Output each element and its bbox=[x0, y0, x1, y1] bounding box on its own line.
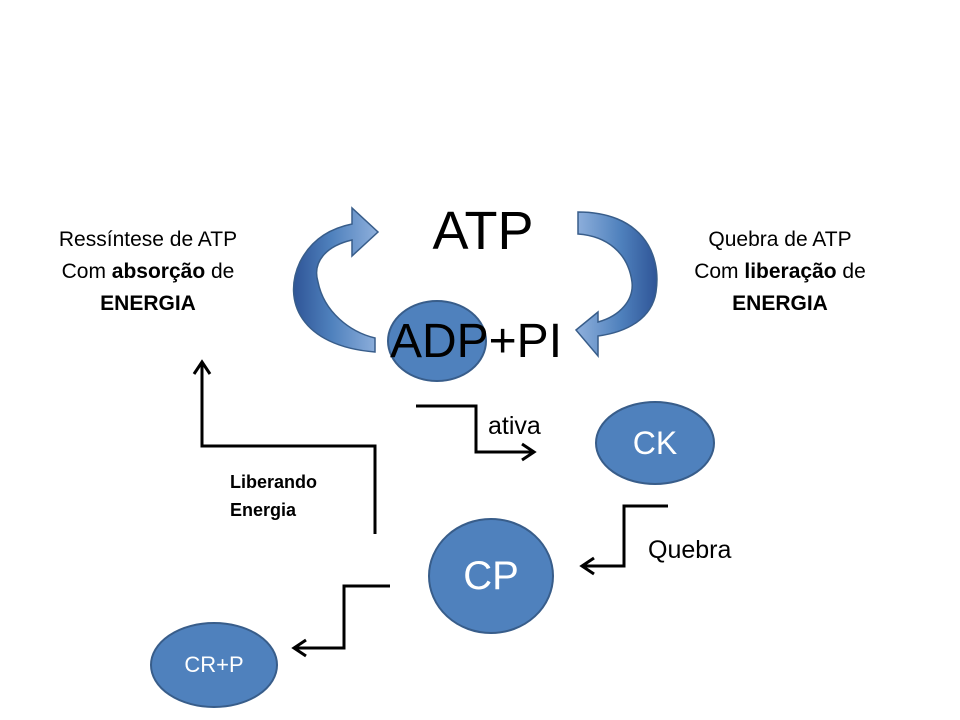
resynthesis-prefix: Com bbox=[61, 260, 112, 283]
ativa-label: ativa bbox=[488, 412, 541, 440]
breakdown-note: Quebra de ATP Com liberação de ENERGIA bbox=[660, 224, 900, 320]
arrow-liberando-energia bbox=[192, 359, 377, 534]
cr-p-node bbox=[150, 622, 278, 708]
breakdown-note-line3: ENERGIA bbox=[660, 288, 900, 320]
adp-pi-node bbox=[387, 300, 487, 382]
breakdown-energy: ENERGIA bbox=[732, 292, 828, 315]
ck-node bbox=[595, 401, 715, 485]
liberando-energia-label: Liberando Energia bbox=[230, 468, 317, 524]
liberando-line2: Energia bbox=[230, 500, 297, 520]
curved-arrow-breakdown bbox=[574, 211, 658, 359]
liberando-line1: Liberando bbox=[230, 472, 318, 492]
quebra-label: Quebra bbox=[648, 536, 732, 564]
ck-label: CK bbox=[632, 425, 678, 461]
cp-label: CP bbox=[463, 554, 519, 598]
atp-label: ATP bbox=[432, 201, 534, 261]
adp-pi-label: ADP+PI bbox=[389, 315, 563, 368]
resynthesis-note-line3: ENERGIA bbox=[28, 288, 268, 320]
cp-node bbox=[428, 518, 554, 634]
breakdown-note-line1: Quebra de ATP bbox=[708, 228, 852, 251]
breakdown-suffix: de bbox=[836, 260, 866, 283]
breakdown-prefix: Com bbox=[694, 260, 745, 283]
resynthesis-energy: ENERGIA bbox=[100, 292, 196, 315]
resynthesis-bold: absorção bbox=[111, 260, 206, 283]
breakdown-bold: liberação bbox=[744, 260, 837, 283]
resynthesis-note: Ressíntese de ATP Com absorção de ENERGI… bbox=[28, 224, 268, 320]
curved-arrow-resynthesis bbox=[292, 206, 380, 353]
resynthesis-note-line2: Com absorção de bbox=[28, 256, 268, 288]
arrow-to-cr-p bbox=[291, 584, 390, 658]
resynthesis-note-line1: Ressíntese de ATP bbox=[58, 228, 238, 251]
breakdown-note-line2: Com liberação de bbox=[660, 256, 900, 288]
arrow-ativa bbox=[416, 404, 537, 462]
cr-p-label: CR+P bbox=[184, 652, 244, 677]
arrow-quebra bbox=[579, 504, 668, 576]
resynthesis-suffix: de bbox=[205, 260, 235, 283]
